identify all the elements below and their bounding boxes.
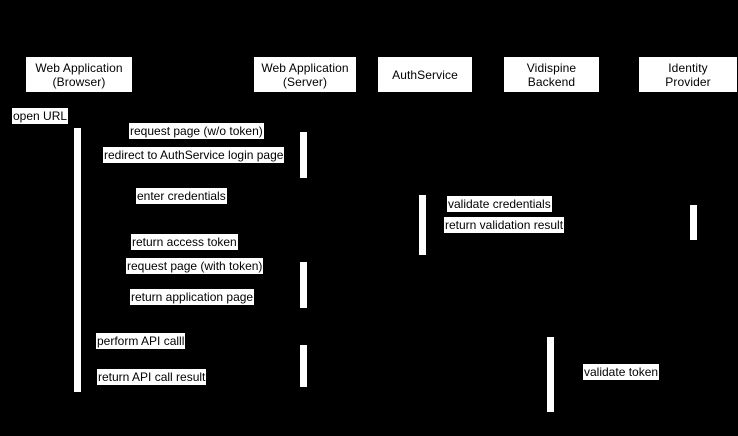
message-label-m3: redirect to AuthService login page <box>103 147 285 163</box>
activation-bar-browser <box>74 128 81 392</box>
message-label-m2: request page (w/o token) <box>129 123 264 139</box>
message-label-m1: open URL <box>12 108 69 124</box>
activation-bar-server <box>300 262 307 308</box>
message-label-m8: request page (with token) <box>126 258 264 274</box>
message-label-m5: validate credentials <box>447 196 552 212</box>
activation-bar-server <box>300 132 307 178</box>
participant-vidispine: Vidispine Backend <box>503 56 600 93</box>
message-label-m9: return application page <box>130 289 255 305</box>
activation-bar-server <box>300 345 307 387</box>
message-label-m4: enter credentials <box>136 188 227 204</box>
participant-auth: AuthService <box>377 56 473 93</box>
participant-browser: Web Application (Browser) <box>25 56 133 93</box>
activation-bar-identity <box>690 205 697 240</box>
participant-identity: Identity Provider <box>638 56 738 93</box>
participant-server: Web Application (Server) <box>253 56 357 93</box>
message-label-m7: return access token <box>131 234 238 250</box>
message-label-m6: return validation result <box>444 217 565 233</box>
activation-bar-vidispine <box>547 337 554 412</box>
message-label-m10: perform API calll <box>96 333 186 349</box>
activation-bar-auth <box>419 195 426 255</box>
message-label-m12: validate token <box>583 364 660 380</box>
message-label-m11: return API call result <box>97 369 207 385</box>
